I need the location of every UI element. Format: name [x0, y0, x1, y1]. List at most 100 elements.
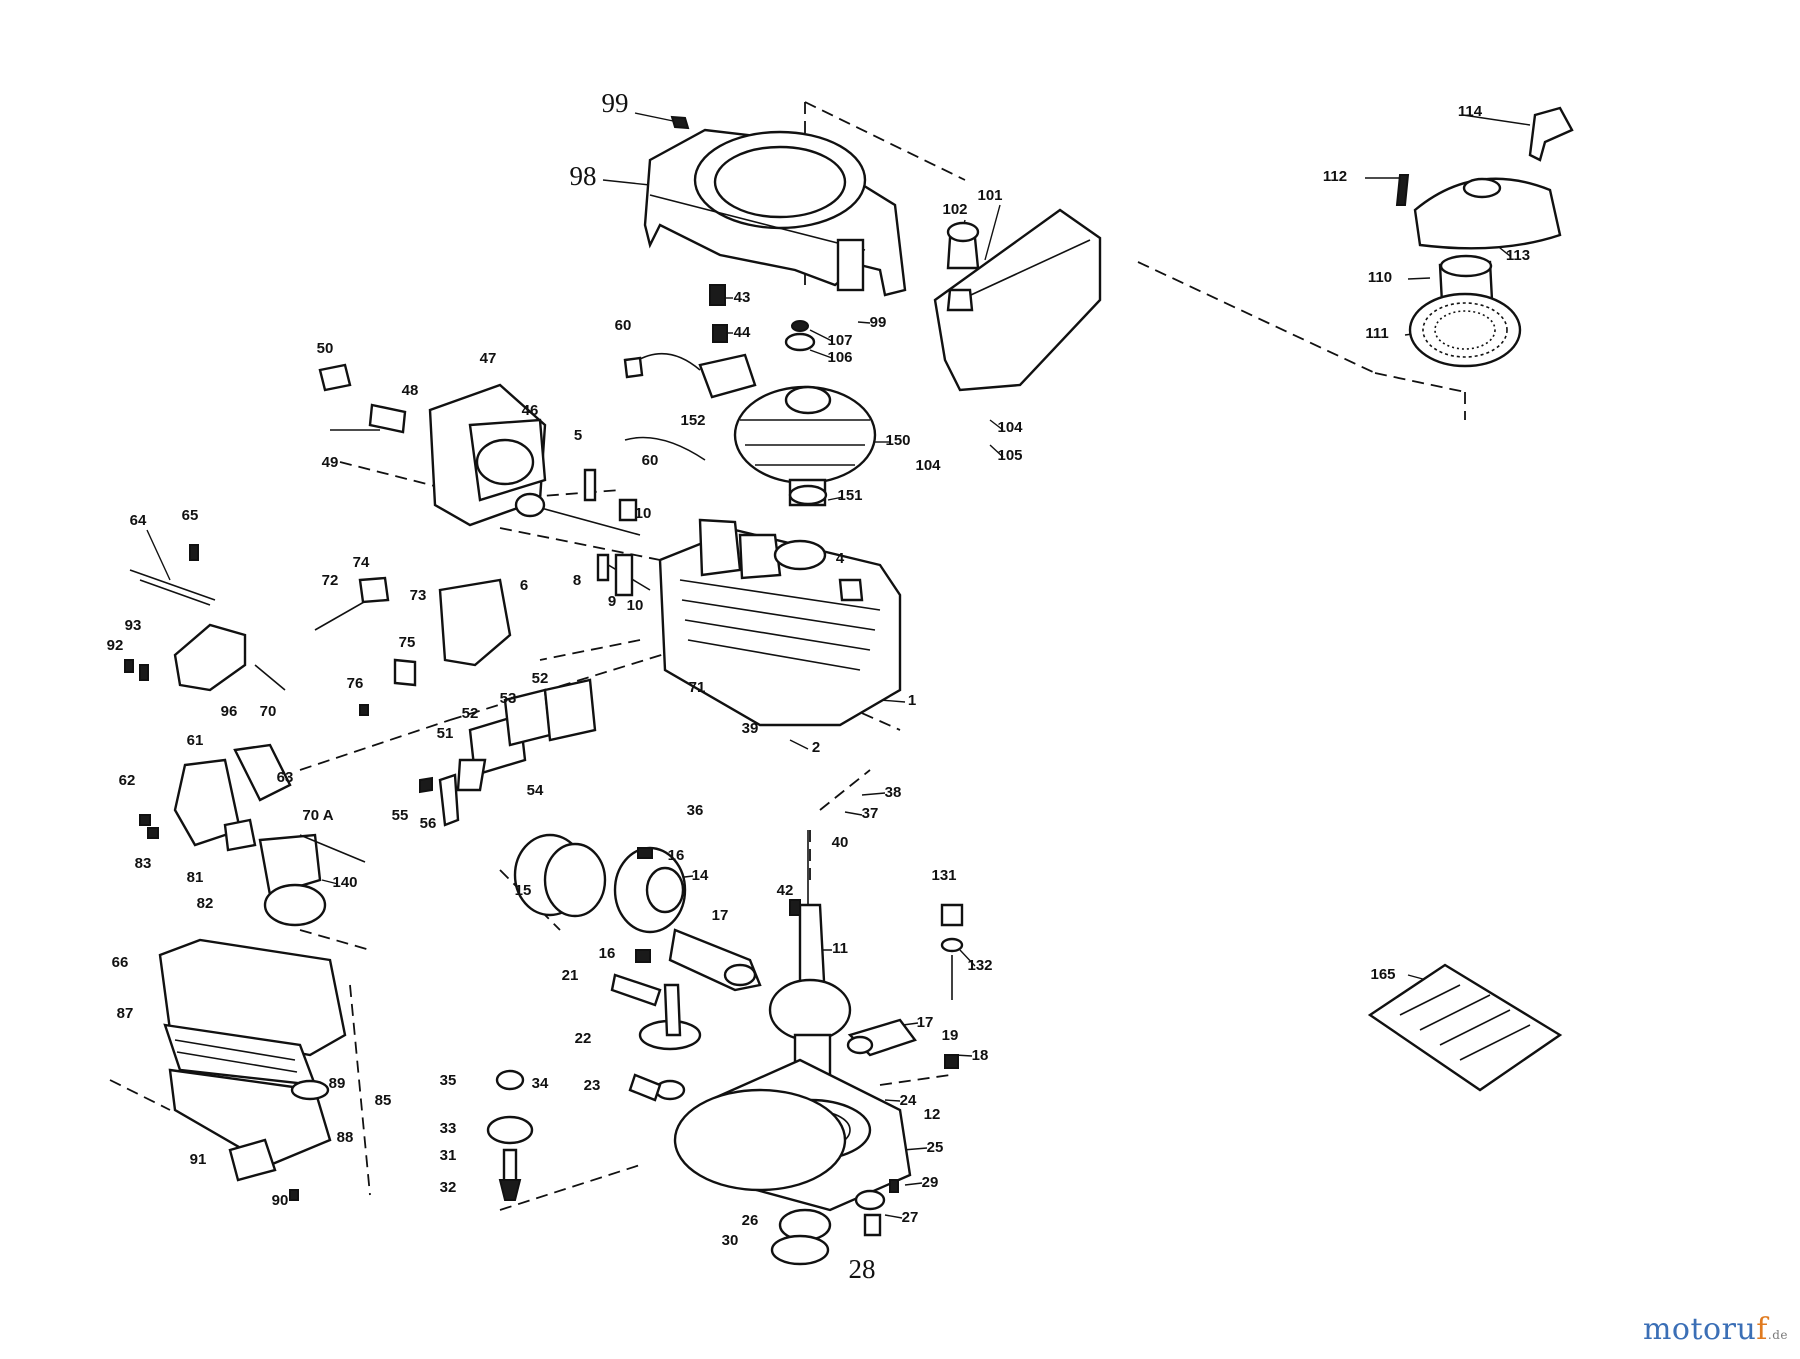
parts-kit-envelope: [1367, 963, 1563, 1092]
callout-4: 4: [836, 550, 845, 567]
camshaft: [610, 973, 702, 1102]
callout-23: 23: [584, 1077, 601, 1094]
callout-36: 36: [687, 802, 704, 819]
callout-110: 110: [1368, 269, 1392, 286]
callout-16a: 16: [668, 847, 685, 864]
callout-44: 44: [734, 324, 751, 341]
ignition-coil: [623, 284, 757, 461]
callout-61: 61: [187, 732, 204, 749]
callout-65: 65: [182, 507, 199, 524]
fuel-tank: [933, 208, 1102, 392]
callout-48: 48: [402, 382, 419, 399]
callout-15: 15: [515, 882, 532, 899]
callout-92: 92: [107, 637, 124, 654]
callout-111: 111: [1365, 325, 1388, 342]
callout-43: 43: [734, 289, 751, 306]
callout-105: 105: [997, 447, 1022, 464]
flywheel: [733, 320, 877, 507]
watermark-accent: f: [1756, 1312, 1768, 1347]
callout-102: 102: [942, 201, 967, 218]
callout-152: 152: [680, 412, 705, 429]
callout-112: 112: [1323, 168, 1347, 185]
callout-52b: 52: [462, 705, 479, 722]
callout-1: 1: [908, 692, 916, 709]
callout-87: 87: [117, 1005, 134, 1022]
callout-24: 24: [900, 1092, 917, 1109]
callout-72: 72: [322, 572, 339, 589]
callout-53: 53: [500, 690, 517, 707]
callout-54: 54: [527, 782, 544, 799]
callout-52a: 52: [532, 670, 549, 687]
callout-93: 93: [125, 617, 142, 634]
callout-76: 76: [347, 675, 364, 692]
callout-30: 30: [722, 1232, 739, 1249]
callout-22: 22: [575, 1030, 592, 1047]
callout-9: 9: [608, 593, 616, 610]
callout-73: 73: [410, 587, 427, 604]
callout-88: 88: [337, 1129, 354, 1146]
callout-28: 28: [849, 1254, 876, 1284]
callout-6: 6: [520, 577, 528, 594]
callout-60a: 60: [615, 317, 632, 334]
callout-71: 71: [689, 679, 706, 696]
cylinder-head: [318, 363, 651, 597]
piston-assembly: [513, 833, 762, 992]
gasket-set: [419, 678, 597, 827]
callout-16b: 16: [599, 945, 616, 962]
callout-89: 89: [329, 1075, 346, 1092]
callout-5: 5: [574, 427, 582, 444]
callout-50: 50: [317, 340, 334, 357]
callout-151: 151: [837, 487, 862, 504]
callout-10b: 10: [627, 597, 644, 614]
callout-60b: 60: [642, 452, 659, 469]
callout-32: 32: [440, 1179, 457, 1196]
crankcase-cover: [673, 1058, 912, 1266]
callout-11: 11: [832, 940, 848, 957]
callout-99b: 99: [870, 314, 887, 331]
callout-81: 81: [187, 869, 204, 886]
callout-35: 35: [440, 1072, 457, 1089]
callout-12: 12: [924, 1106, 941, 1123]
callout-21: 21: [562, 967, 579, 984]
callout-104b: 104: [915, 457, 941, 474]
air-filter: [158, 938, 347, 1201]
callout-101: 101: [977, 187, 1002, 204]
blade-adapter: [486, 1069, 534, 1201]
callout-56: 56: [420, 815, 437, 832]
callout-165: 165: [1370, 966, 1395, 983]
callout-64: 64: [130, 512, 147, 529]
callout-90: 90: [272, 1192, 289, 1209]
callout-42: 42: [777, 882, 794, 899]
callout-17a: 17: [712, 907, 729, 924]
callout-114: 114: [1458, 103, 1483, 120]
watermark-domain: .de: [1767, 1328, 1788, 1342]
callout-96: 96: [221, 703, 238, 720]
callout-74: 74: [353, 554, 370, 571]
callout-26: 26: [742, 1212, 759, 1229]
callout-25: 25: [927, 1139, 944, 1156]
part-number-callouts: 9998102101434499107106605047484615215056…: [107, 88, 1530, 1284]
governor-arm: [846, 903, 964, 1069]
watermark-logo: motoruf.de: [1643, 1312, 1788, 1347]
callout-38: 38: [885, 784, 902, 801]
callout-31: 31: [440, 1147, 457, 1164]
callout-29: 29: [922, 1174, 939, 1191]
callout-18: 18: [972, 1047, 989, 1064]
callout-82: 82: [197, 895, 214, 912]
callout-132: 132: [967, 957, 992, 974]
governor-linkage: [124, 544, 512, 716]
callout-140: 140: [332, 874, 357, 891]
callout-19: 19: [942, 1027, 959, 1044]
callout-63: 63: [277, 769, 294, 786]
engine-block: [658, 518, 902, 727]
callout-70a: 70: [260, 703, 277, 720]
carburetor: [139, 743, 366, 927]
callout-14: 14: [692, 867, 709, 884]
callout-107: 107: [827, 332, 852, 349]
callout-33: 33: [440, 1120, 457, 1137]
callout-113: 113: [1506, 247, 1530, 264]
callout-46: 46: [522, 402, 539, 419]
callout-34: 34: [532, 1075, 549, 1092]
